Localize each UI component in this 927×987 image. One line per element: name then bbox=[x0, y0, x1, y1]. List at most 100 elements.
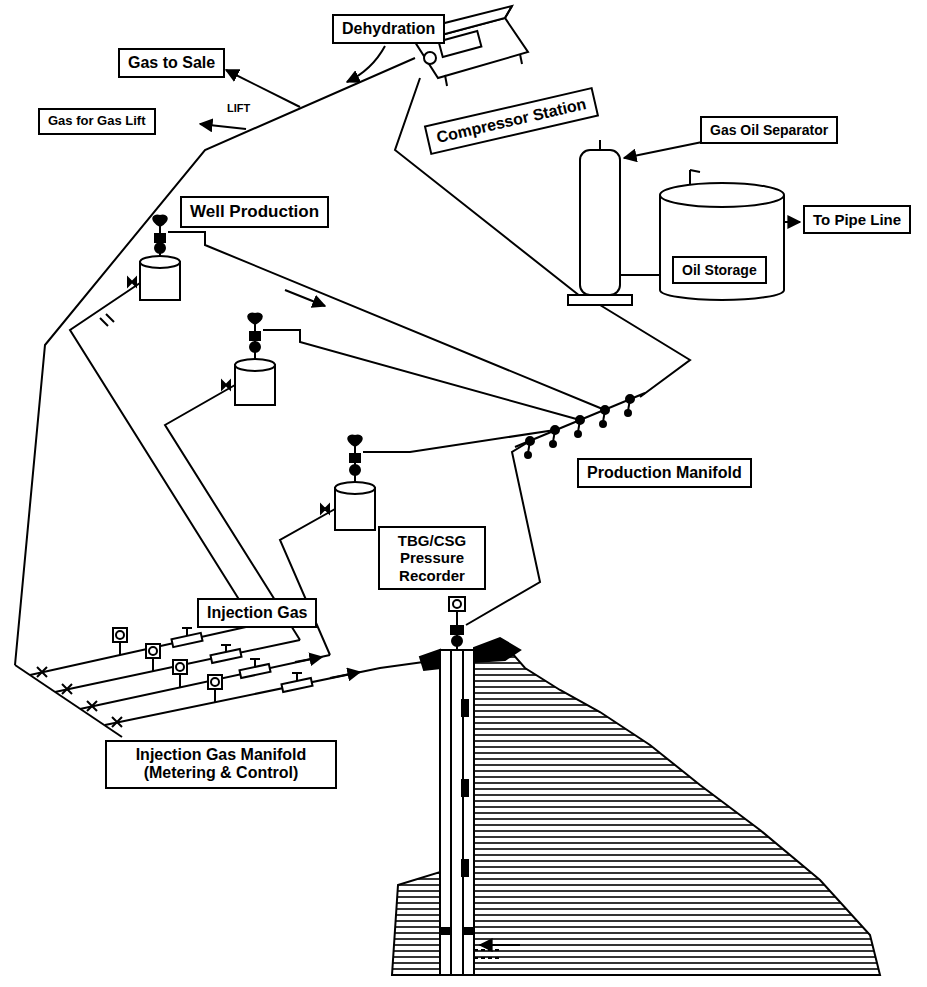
wellheads bbox=[222, 381, 230, 389]
earth-section bbox=[392, 638, 880, 975]
lift-well bbox=[450, 650, 452, 975]
manifold-valves bbox=[625, 410, 631, 416]
box-label: Injection Gas Manifold (Metering & Contr… bbox=[115, 746, 327, 783]
lift-well bbox=[440, 650, 474, 975]
meters-and-gauges bbox=[186, 628, 188, 636]
manifold-valves bbox=[525, 452, 531, 458]
wellheads bbox=[250, 332, 260, 340]
wellheads bbox=[350, 465, 360, 475]
injection-pipes bbox=[30, 625, 255, 675]
compressor-symbol bbox=[445, 75, 447, 86]
production-manifold-pipes bbox=[515, 393, 645, 447]
meters-and-gauges bbox=[221, 644, 231, 646]
separator-and-storage bbox=[600, 305, 690, 397]
separator-and-storage bbox=[568, 295, 632, 305]
manifold-valves bbox=[600, 421, 606, 427]
injection-pipes bbox=[295, 657, 322, 662]
wellheads bbox=[335, 482, 375, 494]
meters-and-gauges bbox=[208, 675, 222, 689]
injection-pipes bbox=[62, 684, 72, 694]
meters-and-gauges bbox=[176, 663, 184, 671]
lift-well bbox=[392, 597, 880, 975]
separator-and-storage bbox=[660, 183, 784, 207]
meters-and-gauges bbox=[292, 672, 302, 674]
injection-pipes bbox=[100, 314, 114, 326]
lift-well bbox=[452, 636, 462, 646]
injection-pipes bbox=[280, 509, 335, 655]
gas-pipes bbox=[347, 46, 385, 82]
label-box: To Pipe Line bbox=[803, 205, 911, 234]
gas-pipes bbox=[15, 46, 585, 737]
gas-pipes bbox=[200, 124, 246, 129]
separator-and-storage bbox=[660, 195, 784, 300]
lift-well bbox=[480, 944, 520, 946]
meters-and-gauges bbox=[149, 647, 157, 655]
box-label: Gas Oil Separator bbox=[710, 122, 828, 138]
production-manifold-pipes bbox=[263, 330, 580, 420]
separator-and-storage bbox=[599, 140, 601, 150]
meters-and-gauges bbox=[152, 658, 154, 671]
meters-and-gauges bbox=[211, 678, 219, 686]
label-box: Gas for Gas Lift bbox=[38, 108, 156, 135]
label-box: Gas to Sale bbox=[118, 48, 225, 78]
label-box: Compressor Station bbox=[424, 87, 599, 156]
meters-and-gauges bbox=[179, 674, 181, 687]
lift-well bbox=[462, 650, 464, 975]
wellheads bbox=[153, 216, 167, 226]
earth-section bbox=[420, 650, 440, 670]
label-box: TBG/CSG Pressure Recorder bbox=[378, 526, 486, 590]
earth-section bbox=[474, 638, 520, 662]
box-label: Oil Storage bbox=[682, 262, 757, 278]
meters-and-gauges bbox=[225, 645, 227, 652]
separator-and-storage bbox=[620, 274, 662, 276]
injection-pipes bbox=[37, 667, 47, 677]
lift-well bbox=[392, 974, 880, 976]
injection-pipes bbox=[70, 283, 255, 625]
box-label: To Pipe Line bbox=[813, 211, 901, 228]
box-label: TBG/CSG Pressure Recorder bbox=[388, 532, 476, 584]
meters-and-gauges bbox=[254, 659, 256, 667]
box-label: Gas to Sale bbox=[128, 54, 215, 72]
wellheads bbox=[235, 359, 275, 371]
lift-well bbox=[462, 860, 468, 876]
wellheads bbox=[128, 216, 375, 530]
lift-well bbox=[463, 928, 473, 934]
label-box: Production Manifold bbox=[577, 458, 752, 488]
wellheads bbox=[248, 314, 262, 324]
production-manifold-pipes bbox=[363, 430, 555, 452]
production-manifold-pipes bbox=[285, 290, 325, 306]
box-label: Dehydration bbox=[342, 20, 435, 38]
injection-pipes bbox=[87, 701, 97, 711]
wellheads bbox=[350, 454, 360, 462]
box-label: Gas for Gas Lift bbox=[48, 114, 146, 129]
meters-and-gauges bbox=[116, 631, 124, 639]
box-label: Injection Gas bbox=[207, 604, 307, 622]
wellheads bbox=[155, 234, 165, 242]
meters-and-gauges bbox=[113, 628, 127, 642]
meters-and-gauges bbox=[146, 644, 160, 658]
separator-and-storage bbox=[690, 170, 700, 172]
meters-and-gauges bbox=[113, 628, 313, 702]
wellheads bbox=[321, 505, 329, 513]
gas-pipes bbox=[15, 58, 415, 665]
injection-pipes bbox=[55, 640, 300, 692]
manifold-valves bbox=[525, 395, 634, 458]
label-box: Dehydration bbox=[332, 14, 445, 44]
injection-pipes bbox=[112, 717, 122, 727]
compressor-symbol bbox=[424, 52, 436, 64]
production-manifold-pipes bbox=[168, 232, 645, 625]
compressor-symbol bbox=[505, 6, 512, 18]
lift-well bbox=[456, 611, 458, 620]
lift-well bbox=[474, 957, 500, 959]
lift-well bbox=[462, 700, 468, 716]
separator-and-storage bbox=[580, 150, 620, 295]
lift-well bbox=[453, 600, 461, 608]
label-box: Well Production bbox=[180, 196, 329, 228]
label-box: Injection Gas bbox=[197, 598, 317, 628]
lift-well bbox=[462, 780, 468, 796]
meters-and-gauges bbox=[250, 658, 260, 660]
separator-and-storage bbox=[784, 221, 800, 223]
label-box: Injection Gas Manifold (Metering & Contr… bbox=[105, 740, 337, 789]
lift-well bbox=[474, 949, 500, 951]
